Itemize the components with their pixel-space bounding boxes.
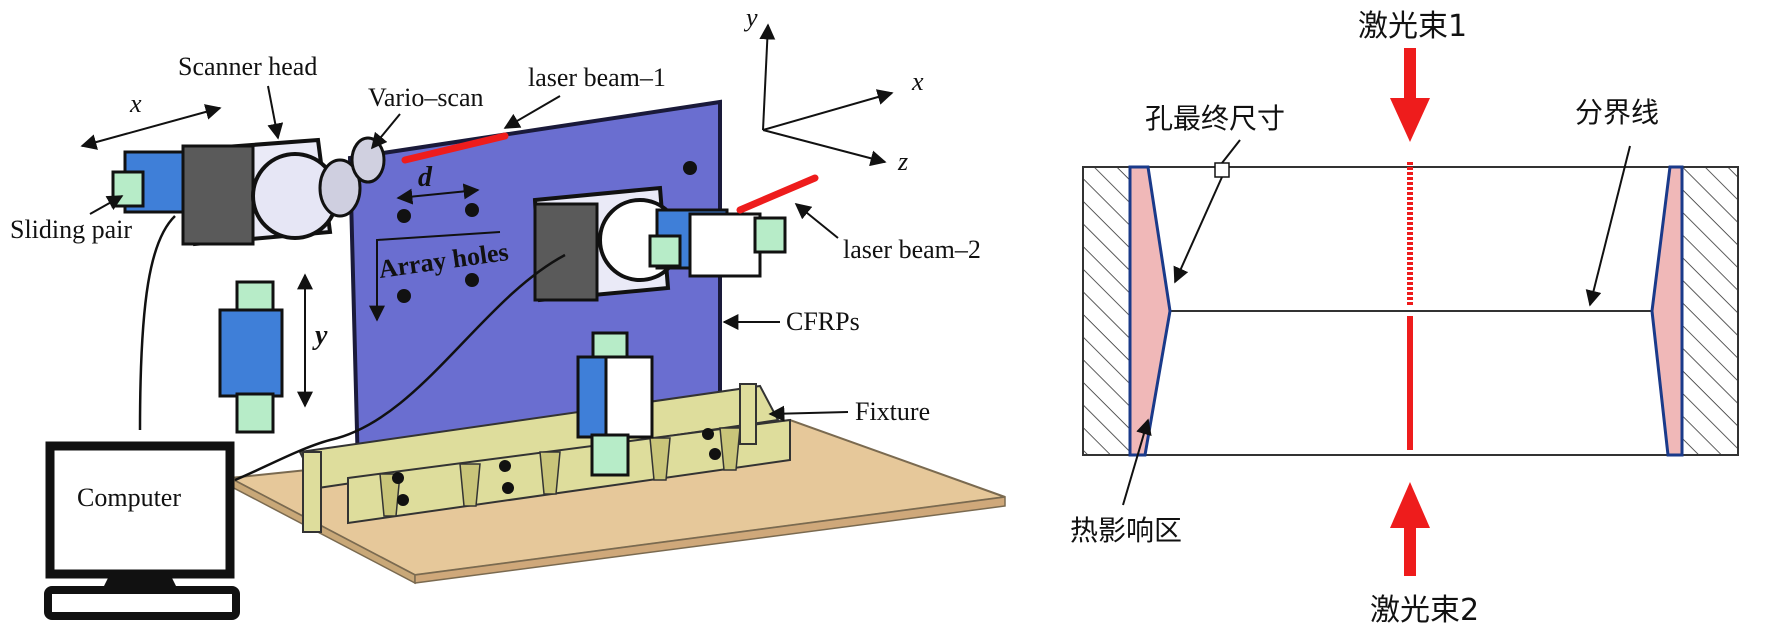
haz-right (1650, 165, 1684, 457)
right-diagram: 激光束1 激光束2 孔最终尺寸 分界线 热影响区 (1070, 9, 1739, 628)
sliding-pair-label: Sliding pair (10, 215, 132, 244)
cfrps-label: CFRPs (786, 307, 860, 336)
laser-beam-2 (736, 174, 819, 214)
beam-1-label: 激光束1 (1358, 9, 1467, 44)
y-module (218, 280, 284, 434)
beam-1-arrow (1390, 48, 1430, 142)
cable-2 (234, 253, 566, 482)
scanner-head-leader (267, 85, 284, 140)
fixture-module (576, 331, 654, 477)
d-dimension (396, 183, 480, 205)
final-hole-size-marker (1214, 162, 1230, 178)
scanner-head-left (181, 137, 362, 247)
scanner-head-right (532, 185, 787, 303)
final-hole-size-leader-top (1221, 139, 1241, 164)
computer-label: Computer (77, 483, 181, 512)
beam-2-arrow (1390, 482, 1430, 576)
laser-beam-2-label: laser beam–2 (843, 235, 981, 264)
fixture-bolts (392, 428, 721, 506)
sliding-module-left (111, 150, 185, 214)
axis-triad: y x z (743, 3, 924, 176)
final-hole-size-leader (1173, 176, 1223, 284)
boundary-leader (1585, 145, 1631, 307)
left-diagram: d Array holes (10, 3, 1006, 620)
laser-beam-1 (401, 132, 509, 164)
haz-left (1128, 165, 1172, 457)
haz-leader (1122, 418, 1152, 506)
fixture-ribs (379, 427, 741, 517)
fixture-upright-2 (739, 383, 757, 445)
right-hatched-wall (1679, 166, 1739, 456)
sliding-pair-leader (89, 195, 124, 215)
beam-2-label: 激光束2 (1370, 593, 1479, 628)
x-motion-label: x (129, 89, 142, 118)
computer: Computer (44, 441, 240, 620)
vario-scan-leader (370, 113, 401, 150)
final-hole-size-label: 孔最终尺寸 (1145, 102, 1285, 135)
array-holes (397, 161, 697, 303)
x-motion-arrow (80, 104, 222, 150)
fixture-leader (768, 405, 849, 422)
haz-label: 热影响区 (1070, 514, 1182, 547)
fixture-front-rail (347, 418, 791, 525)
laser-beam-2-leader (794, 202, 839, 239)
axis-z-label: z (897, 147, 908, 176)
d-label: d (418, 162, 433, 193)
axis-x-label: x (911, 67, 924, 96)
fixture-upright (302, 451, 322, 533)
axis-y-label: y (743, 3, 758, 32)
cable-1 (138, 215, 176, 431)
vario-scan-unit (350, 136, 386, 184)
y-motion-label: y (312, 320, 328, 351)
left-hatched-wall (1082, 166, 1131, 456)
fixture-label: Fixture (855, 397, 930, 426)
boundary-label: 分界线 (1575, 96, 1659, 129)
laser-beam-1-label: laser beam–1 (528, 63, 666, 92)
base-plate-front (414, 496, 1006, 584)
array-bracket (369, 231, 501, 322)
vario-scan-label: Vario–scan (368, 83, 484, 112)
scanner-head-label: Scanner head (178, 52, 317, 81)
laser-beam-1-leader (503, 95, 561, 129)
